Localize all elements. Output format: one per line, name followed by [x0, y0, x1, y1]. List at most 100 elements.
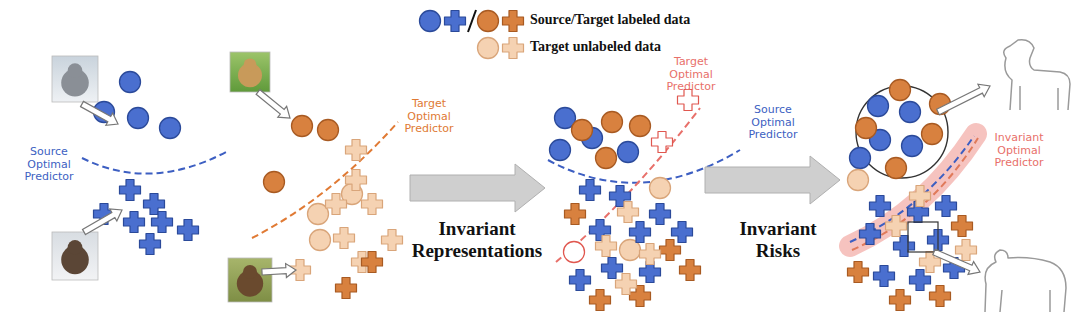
data-point-cross [652, 132, 673, 153]
data-point-circle [618, 142, 639, 163]
animal-photo-subject [68, 63, 83, 78]
data-point-cross [870, 196, 891, 217]
data-point-cross [503, 11, 524, 32]
data-point-cross [503, 38, 524, 59]
data-point-cross [152, 212, 173, 233]
data-point-cross [362, 194, 383, 215]
data-point-cross [616, 274, 637, 295]
legend-text: Source/Target labeled data [530, 12, 690, 28]
data-point-circle [902, 136, 923, 157]
data-point-cross [936, 196, 957, 217]
data-point-cross [650, 204, 671, 225]
data-point-cross [565, 204, 586, 225]
data-point-circle [264, 172, 285, 193]
predictor-label: Source Optimal Predictor [742, 104, 804, 142]
data-point-cross [874, 266, 895, 287]
animal-photo [52, 232, 98, 280]
data-point-circle [856, 118, 877, 139]
data-point-circle [292, 116, 313, 137]
data-point-cross [894, 236, 915, 257]
pointer-arrow [256, 90, 290, 118]
data-point-circle [650, 178, 671, 199]
data-point-cross [886, 216, 907, 237]
data-point-cross [596, 236, 617, 257]
data-point-circle [478, 38, 499, 59]
predictor-curve [556, 108, 700, 262]
transition-arrow [705, 156, 840, 204]
data-point-cross [445, 11, 466, 32]
data-point-cross [630, 286, 651, 307]
predictor-label: Target Optimal Predictor [398, 98, 460, 136]
data-point-circle [478, 11, 499, 32]
data-point-cross [382, 230, 403, 251]
data-point-cross [848, 262, 869, 283]
data-point-cross [334, 228, 355, 249]
bear-silhouette [985, 250, 1066, 312]
data-point-cross [660, 240, 681, 261]
data-point-circle [848, 170, 869, 191]
data-point-cross [930, 286, 951, 307]
data-point-circle [572, 120, 593, 141]
data-point-circle [420, 11, 441, 32]
data-point-circle [310, 230, 331, 251]
predictor-label: Invariant Optimal Predictor [986, 132, 1052, 170]
data-point-cross [952, 216, 973, 237]
data-point-cross [910, 186, 931, 207]
pointer-arrow [82, 209, 122, 235]
pointer-arrow [933, 249, 980, 274]
dog-silhouette [1004, 40, 1070, 110]
step-label: Invariant Representations [402, 218, 552, 262]
animal-photo-subject [243, 265, 257, 279]
data-point-cross [580, 180, 601, 201]
animal-photo [52, 56, 98, 102]
data-point-circle [886, 158, 907, 179]
data-point-cross [602, 258, 623, 279]
data-point-cross [570, 270, 591, 291]
animal-photo [228, 258, 272, 302]
data-point-cross [124, 212, 145, 233]
legend-text: Target unlabeled data [530, 39, 661, 55]
data-point-circle [128, 108, 149, 129]
data-point-circle [890, 80, 911, 101]
data-point-cross [618, 202, 639, 223]
data-point-cross [890, 290, 911, 311]
animal-photo-subject [244, 58, 257, 71]
data-point-circle [564, 242, 585, 263]
predictor-label: Target Optimal Predictor [660, 56, 722, 94]
data-point-cross [346, 140, 367, 161]
data-point-cross [672, 222, 693, 243]
data-point-cross [680, 260, 701, 281]
data-point-circle [602, 112, 623, 133]
data-point-cross [630, 222, 651, 243]
invariant-band [850, 134, 976, 246]
data-point-cross [362, 252, 383, 273]
data-point-cross [640, 244, 661, 265]
data-point-cross [120, 180, 141, 201]
data-point-cross [590, 290, 611, 311]
transition-arrow [410, 164, 545, 212]
data-point-cross [860, 224, 881, 245]
predictor-curve [82, 152, 226, 174]
data-point-circle [160, 118, 181, 139]
data-point-cross [326, 194, 347, 215]
data-point-circle [868, 96, 889, 117]
data-point-cross [956, 240, 977, 261]
predictor-label: Source Optimal Predictor [18, 146, 80, 184]
pointer-arrow [262, 264, 296, 278]
data-point-cross [140, 234, 161, 255]
data-point-circle [596, 148, 617, 169]
data-point-circle [120, 72, 141, 93]
data-point-cross [346, 170, 367, 191]
legend-slash [468, 10, 476, 32]
data-point-cross [178, 220, 199, 241]
data-point-circle [318, 120, 339, 141]
pointer-arrow [81, 101, 118, 125]
cluster-outline [908, 222, 938, 252]
data-point-circle [550, 140, 571, 161]
data-point-circle [900, 102, 921, 123]
data-point-circle [850, 148, 871, 169]
animal-photo [230, 52, 270, 92]
data-point-circle [630, 116, 651, 137]
data-point-circle [922, 124, 943, 145]
animal-photo-subject [68, 240, 83, 255]
